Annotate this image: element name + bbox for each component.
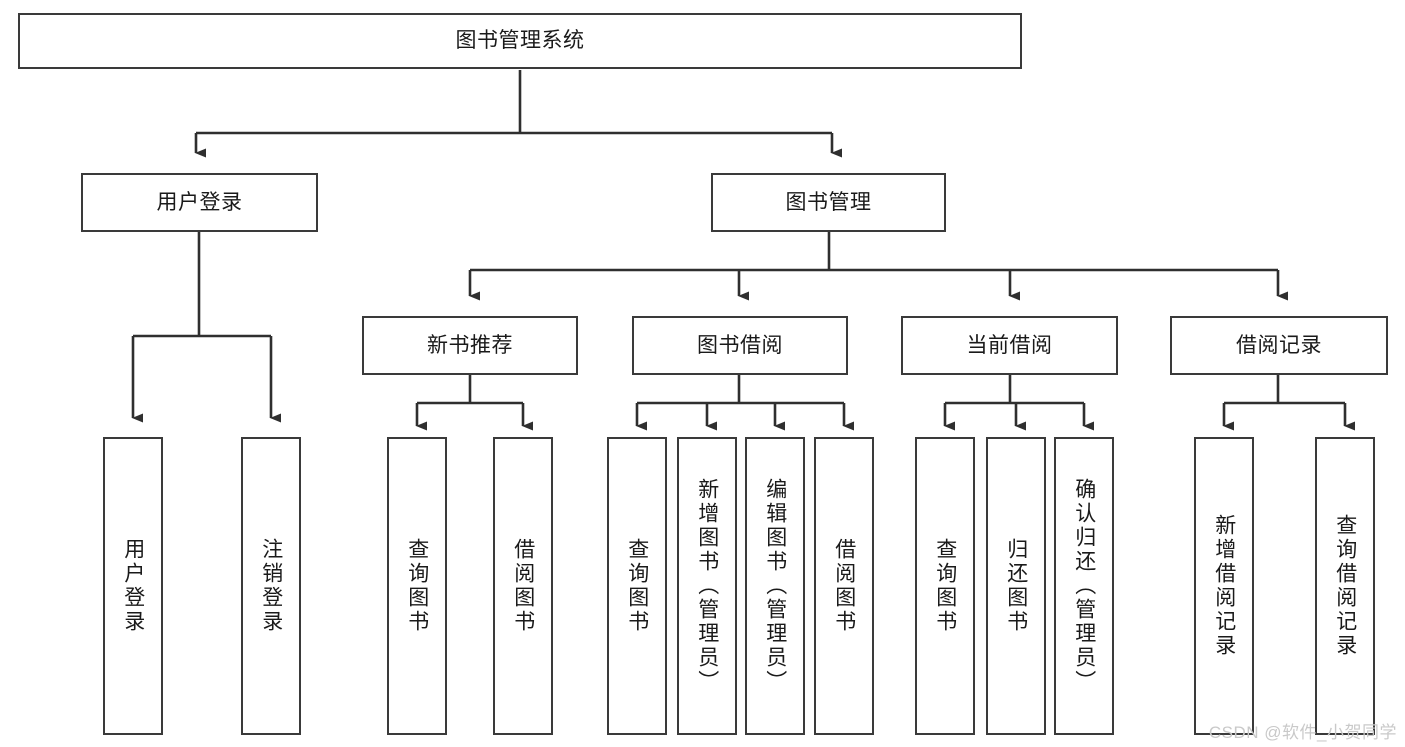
node-leaf-logout-label: 注销登录 [259, 538, 283, 634]
node-book-borrow-label: 图书借阅 [697, 333, 783, 357]
node-borrow-record-label: 借阅记录 [1236, 333, 1322, 357]
node-book-management[interactable]: 图书管理 [711, 173, 946, 232]
node-leaf-query-record[interactable]: 查询借阅记录 [1315, 437, 1375, 735]
node-leaf-query-book-3[interactable]: 查询图书 [915, 437, 975, 735]
node-user-login-label: 用户登录 [156, 190, 243, 214]
node-book-borrow[interactable]: 图书借阅 [632, 316, 848, 375]
node-current-borrow[interactable]: 当前借阅 [901, 316, 1118, 375]
node-leaf-confirm-return[interactable]: 确认归还（管理员） [1054, 437, 1114, 735]
node-leaf-query-book-3-label: 查询图书 [933, 538, 957, 634]
node-root-label: 图书管理系统 [455, 29, 585, 53]
node-leaf-edit-book[interactable]: 编辑图书（管理员） [745, 437, 805, 735]
node-leaf-add-record-label: 新增借阅记录 [1212, 514, 1236, 658]
node-new-book-recommend-label: 新书推荐 [427, 333, 513, 357]
node-leaf-user-login[interactable]: 用户登录 [103, 437, 163, 735]
node-leaf-edit-book-label: 编辑图书（管理员） [763, 478, 787, 694]
node-leaf-query-book-1[interactable]: 查询图书 [387, 437, 447, 735]
node-leaf-add-book-label: 新增图书（管理员） [695, 478, 719, 694]
node-leaf-borrow-book-2-label: 借阅图书 [832, 538, 856, 634]
node-user-login[interactable]: 用户登录 [81, 173, 318, 232]
node-leaf-query-book-1-label: 查询图书 [405, 538, 429, 634]
node-leaf-logout[interactable]: 注销登录 [241, 437, 301, 735]
node-book-management-label: 图书管理 [785, 190, 872, 214]
node-new-book-recommend[interactable]: 新书推荐 [362, 316, 578, 375]
node-leaf-query-record-label: 查询借阅记录 [1333, 514, 1357, 658]
node-leaf-return-book-label: 归还图书 [1004, 538, 1028, 634]
node-leaf-query-book-2[interactable]: 查询图书 [607, 437, 667, 735]
node-leaf-user-login-label: 用户登录 [121, 538, 145, 634]
node-leaf-borrow-book-1-label: 借阅图书 [511, 538, 535, 634]
node-leaf-add-record[interactable]: 新增借阅记录 [1194, 437, 1254, 735]
node-leaf-return-book[interactable]: 归还图书 [986, 437, 1046, 735]
node-leaf-borrow-book-2[interactable]: 借阅图书 [814, 437, 874, 735]
node-leaf-borrow-book-1[interactable]: 借阅图书 [493, 437, 553, 735]
node-leaf-query-book-2-label: 查询图书 [625, 538, 649, 634]
node-root[interactable]: 图书管理系统 [18, 13, 1022, 69]
node-borrow-record[interactable]: 借阅记录 [1170, 316, 1388, 375]
node-leaf-add-book[interactable]: 新增图书（管理员） [677, 437, 737, 735]
node-leaf-confirm-return-label: 确认归还（管理员） [1072, 478, 1096, 694]
node-current-borrow-label: 当前借阅 [966, 333, 1053, 357]
